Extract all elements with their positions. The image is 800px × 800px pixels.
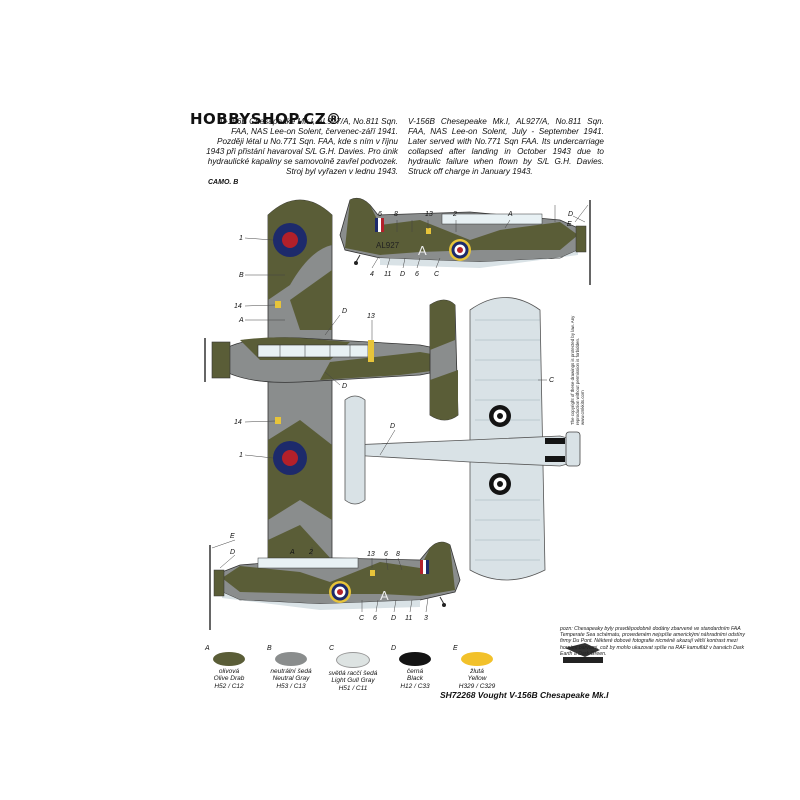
legend-b-en: Neutral Gray: [272, 675, 310, 683]
legend-e-code: H329 / C329: [458, 682, 496, 690]
side-view-left: A: [209, 539, 461, 630]
callout-sr-e: E: [567, 221, 572, 228]
side-left-code: A: [380, 588, 389, 603]
swatch-light-gull-gray: [336, 652, 370, 668]
camo-label: CAMO. B: [208, 179, 239, 186]
watermark: HOBBYSHOP.CZ®: [190, 110, 342, 128]
legend-a-en: Olive Drab: [213, 675, 245, 683]
callout-sr-c: C: [434, 271, 440, 278]
callout-sl-13: 13: [367, 551, 375, 558]
callout-top-d1: D: [342, 308, 347, 315]
callout-top-1a: 1: [239, 235, 243, 242]
callout-top-13: 13: [367, 313, 375, 320]
side-right-serial: AL927: [376, 241, 400, 250]
callout-sl-6a: 6: [384, 551, 388, 558]
company-logo: [563, 643, 603, 663]
legend-d-en: Black: [407, 675, 423, 683]
copyright-stamp: The copyright of these drawings is prote…: [570, 305, 600, 425]
swatch-olive-drab: [213, 652, 245, 666]
legend-item-c: světlá racčí šedá Light Gull Gray H51 / …: [324, 652, 382, 692]
description-english: V-156B Chesepeake Mk.I, AL927/A, No.811 …: [408, 117, 604, 176]
top-roundel-lower: [273, 441, 307, 475]
callout-sl-11: 11: [405, 615, 412, 622]
bottom-fuselage: [349, 435, 576, 467]
callout-top-14a: 14: [234, 303, 242, 310]
callout-sr-d2: D: [400, 271, 405, 278]
bottom-roundel-upper: [489, 405, 511, 427]
product-title: SH72268 Vought V-156B Chesapeake Mk.I: [440, 690, 609, 700]
callout-sl-3: 3: [424, 615, 428, 622]
callout-sl-a: A: [289, 549, 295, 556]
side-view-right: AL927 A: [339, 197, 591, 285]
legend-c-cz: světlá racčí šedá: [328, 670, 378, 677]
callout-top-b: B: [239, 272, 244, 279]
callout-sr-8: 8: [394, 211, 398, 218]
legend-e-en: Yellow: [467, 675, 487, 683]
legend-item-a: olivová Olive Drab H52 / C12: [200, 652, 258, 690]
legend-item-d: černá Black H12 / C33: [386, 652, 444, 690]
legend-e-cz: žlutá: [470, 668, 484, 675]
description-czech: V-156B Chesapeake Mk.I, AL927/A, No.811 …: [206, 117, 398, 176]
legend-d-cz: černá: [406, 668, 424, 675]
legend-b-cz: neutrální šedá: [270, 668, 312, 675]
legend-a-code: H52 / C12: [214, 682, 244, 690]
side-right-code: A: [418, 243, 427, 258]
callout-top-1b: 1: [239, 452, 243, 459]
callout-sr-11: 11: [384, 271, 391, 278]
callout-sl-2: 2: [308, 549, 313, 556]
copyright-text: The copyright of these drawings is prote…: [570, 315, 585, 425]
callout-sr-a: A: [507, 211, 513, 218]
legend-letter-d: D: [391, 645, 397, 652]
legend-letter-a: A: [205, 645, 210, 652]
legend-letter-b: B: [267, 645, 272, 652]
callout-top-a: A: [238, 317, 244, 324]
callout-sr-13: 13: [425, 211, 433, 218]
legend-b-code: H53 / C13: [276, 682, 306, 690]
callout-sl-e: E: [230, 533, 235, 540]
legend-c-code: H51 / C11: [338, 684, 368, 692]
legend-a-cz: olivová: [218, 668, 240, 675]
bottom-roundel-lower: [489, 473, 511, 495]
legend-item-b: neutrální šedá Neutral Gray H53 / C13: [262, 652, 320, 690]
legend-letter-e: E: [453, 645, 458, 652]
swatch-black: [399, 652, 431, 666]
callout-top-14b: 14: [234, 419, 242, 426]
callout-sl-8: 8: [396, 551, 400, 558]
top-roundel-upper: [273, 223, 307, 257]
callout-sr-6b: 6: [415, 271, 419, 278]
legend-item-e: žlutá Yellow H329 / C329: [448, 652, 506, 690]
callout-sl-d2: D: [391, 615, 396, 622]
callout-sr-d1: D: [568, 211, 573, 218]
legend-letter-c: C: [329, 645, 335, 652]
callout-sr-4: 4: [370, 271, 374, 278]
callout-bottom-c: C: [549, 377, 555, 384]
callout-top-d2: D: [342, 383, 347, 390]
legend-c-en: Light Gull Gray: [331, 677, 375, 685]
callout-sl-c: C: [359, 615, 365, 622]
callout-sl-d1: D: [230, 549, 235, 556]
swatch-neutral-gray: [275, 652, 307, 666]
callout-bottom-d: D: [390, 423, 395, 430]
callout-sl-6b: 6: [373, 615, 377, 622]
colour-note: pozn: Chesapeaky byly pravděpodobně dodá…: [560, 626, 745, 657]
callout-sr-2: 2: [452, 211, 457, 218]
side-left-roundel: [329, 581, 351, 603]
bottom-view: [344, 297, 581, 581]
legend-d-code: H12 / C33: [400, 682, 430, 690]
callout-sr-6a: 6: [378, 211, 382, 218]
side-right-roundel: [449, 239, 471, 261]
swatch-yellow: [461, 652, 493, 666]
